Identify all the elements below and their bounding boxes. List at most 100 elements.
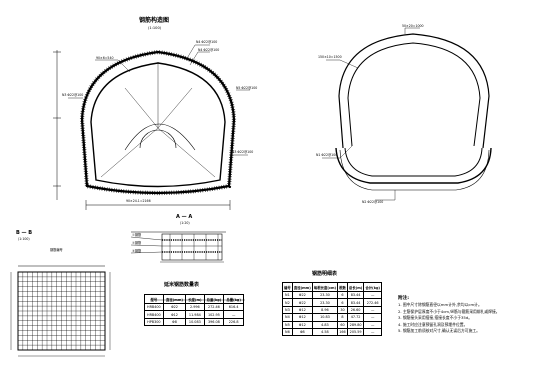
- rebar-label-3: ③钢筋: [132, 248, 141, 253]
- table-cell: 4.83: [311, 320, 339, 329]
- table-cell: N1: [282, 290, 293, 300]
- right-dim-label-3: N1 Φ22@100: [316, 153, 337, 157]
- detail-table-header-row: 编号 直径(mm) 每根长度(cm) 根数 总长(m) 合计(kg): [282, 282, 382, 292]
- table-cell: HRB400: [144, 302, 164, 312]
- rebar-label-1: ①钢筋: [132, 232, 141, 237]
- steel-col-header: 总重(kg): [203, 294, 225, 304]
- table-cell: 226.8: [223, 317, 244, 327]
- table-cell: 83.44: [346, 290, 365, 300]
- table-cell: N6: [282, 327, 293, 337]
- dim-label-6: N3 Φ22@100: [232, 150, 253, 154]
- table-cell: HRB400: [144, 310, 164, 319]
- table-cell: 83.44: [346, 298, 365, 307]
- rebar-detail-table: 编号 直径(mm) 每根长度(cm) 根数 总长(m) 合计(kg) N1 Φ2…: [282, 282, 382, 337]
- note-line: 2. 主筋保护层厚度不小于4cm,纵筋与箍筋采用绑扎或焊接。: [398, 308, 500, 314]
- table-cell: 11.984: [185, 310, 205, 319]
- table-cell: 102.95: [203, 310, 225, 319]
- table-row: N3 Φ12 8.96 30 26.60 —: [282, 305, 382, 315]
- table-cell: 166: [337, 327, 348, 337]
- note-line: 1. 图中尺寸除钢筋直径以mm计外,余均以cm计。: [398, 302, 482, 308]
- table-row: N2 Φ22 23.30 6 83.44 272.46: [282, 298, 382, 307]
- right-outer-contour: [338, 33, 490, 149]
- table-cell: Φ22: [162, 302, 187, 312]
- table-cell: 26.60: [346, 305, 365, 315]
- table-cell: —: [223, 310, 244, 319]
- section-aa: [130, 231, 226, 263]
- table-cell: Φ12: [291, 313, 313, 322]
- section-aa-scale: (1:20): [180, 221, 190, 225]
- detail-col-header: 根数: [337, 282, 348, 292]
- table-row: N6 Φ8 4.58 166 205.59 —: [282, 327, 382, 337]
- table-cell: 272.46: [203, 302, 225, 312]
- steel-col-header: 型号: [144, 294, 164, 304]
- dim-label-1: 90×6=540: [96, 56, 114, 60]
- table-cell: N2: [282, 298, 293, 307]
- dim-label-5: 90×24.1=2166: [126, 199, 151, 203]
- steel-col-header: 长度(m): [185, 294, 205, 304]
- table-cell: 4.58: [311, 327, 339, 337]
- table-cell: N3: [282, 305, 293, 315]
- table-row: N1 Φ22 23.30 6 83.44 —: [282, 290, 382, 300]
- steel-quantity-table: 型号 直径(mm) 长度(m) 总重(kg) 总量(kg) HRB400 Φ22…: [144, 294, 244, 327]
- table-row: N4 Φ12 10.83 8 47.72 —: [282, 313, 382, 322]
- steel-table-header-row: 型号 直径(mm) 长度(m) 总重(kg) 总量(kg): [144, 294, 244, 304]
- right-dim-label-4: N2 Φ22@100: [362, 200, 383, 204]
- detail-col-header: 直径(mm): [291, 282, 313, 292]
- table-cell: 8.96: [311, 305, 339, 315]
- dim-label-7: N3 Φ22@100: [62, 93, 83, 97]
- table-cell: Φ22: [291, 290, 313, 300]
- table-row: HPB300 Φ8 10.083 396.08 226.8: [144, 317, 244, 327]
- note-line: 4. 施工时应注意预留孔洞及预埋件位置。: [398, 321, 468, 327]
- table-cell: 205.59: [346, 327, 365, 337]
- table-cell: 6: [337, 290, 348, 300]
- table-cell: —: [363, 327, 382, 337]
- notes-heading: 附注:: [398, 296, 410, 301]
- table-cell: Φ8: [291, 327, 313, 337]
- table-cell: N5: [282, 320, 293, 329]
- right-invert-inner: [344, 147, 483, 177]
- main-elevation-title: 钢筋构造图: [139, 16, 169, 24]
- main-rebar-elevation: [53, 44, 250, 210]
- table-cell: 2.996: [185, 302, 205, 312]
- steel-col-header: 直径(mm): [162, 294, 187, 304]
- section-bb-grid: [10, 265, 111, 357]
- dim-label-2: N4 Φ22@100: [196, 40, 217, 44]
- right-lining-outline: [322, 27, 492, 201]
- detail-col-header: 每根长度(cm): [311, 282, 339, 292]
- table-row: N5 Φ12 4.83 60 289.80 —: [282, 320, 382, 329]
- steel-table-title: 延米钢筋数量表: [164, 282, 200, 288]
- notes-block: 附注: 1. 图中尺寸除钢筋直径以mm计外,余均以cm计。 2. 主筋保护层厚度…: [398, 296, 500, 334]
- inner-lining-line: [90, 62, 226, 188]
- section-aa-title: A — A: [176, 214, 192, 220]
- table-cell: N4: [282, 313, 293, 322]
- table-cell: —: [363, 305, 382, 315]
- rebar-label-2: ②钢筋: [132, 240, 141, 245]
- table-cell: 272.46: [363, 298, 382, 307]
- table-cell: 289.80: [346, 320, 365, 329]
- right-dim-label-2: 150×10=1500: [318, 55, 342, 59]
- table-row: HRB400 Φ22 2.996 272.46 616.4: [144, 302, 244, 312]
- section-bb-label: 钢筋编号: [50, 247, 63, 252]
- dim-label-4: N5 Φ22@100: [236, 86, 257, 90]
- section-bb-title: B — B: [16, 230, 32, 236]
- right-invert-third: [339, 149, 490, 191]
- outer-lining-hatch: [79, 49, 237, 196]
- right-inner-contour: [347, 42, 481, 147]
- detail-col-header: 总长(m): [346, 282, 365, 292]
- table-cell: 30: [337, 305, 348, 315]
- table-row: HRB400 Φ12 11.984 102.95 —: [144, 310, 244, 319]
- table-cell: —: [363, 320, 382, 329]
- table-cell: 23.30: [311, 290, 339, 300]
- note-line: 3. 钢筋接头采用搭接,搭接长度不小于35d。: [398, 315, 473, 321]
- centre-semicircle: [139, 129, 177, 149]
- right-dim-label-1: 50×20=1000: [402, 24, 424, 28]
- right-invert-outer: [335, 147, 492, 184]
- table-cell: 23.30: [311, 298, 339, 307]
- detail-col-header: 合计(kg): [363, 282, 382, 292]
- table-cell: Φ8: [162, 317, 187, 327]
- table-cell: 10.083: [185, 317, 205, 327]
- note-line: 5. 钢筋加工前须核对尺寸,确认无误后方可施工。: [398, 328, 480, 334]
- table-cell: —: [363, 313, 382, 322]
- main-elevation-scale: (1:100): [148, 26, 162, 30]
